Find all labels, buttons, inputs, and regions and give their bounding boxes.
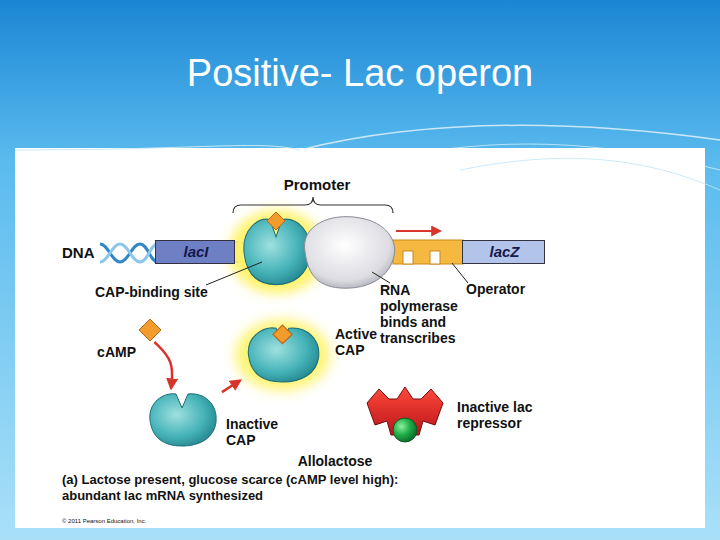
- operator-notch: [403, 251, 413, 264]
- content-panel: [15, 148, 705, 528]
- allolactose-ball-label: Allolactose: [290, 453, 380, 469]
- decor-swoosh: [380, 144, 720, 170]
- decor-swoosh: [15, 146, 300, 150]
- allolactose-molecule: [393, 418, 417, 442]
- region-label: Promoter: [262, 176, 372, 193]
- gene-box: lacZ: [462, 240, 545, 264]
- site-label: CAP-binding site: [95, 284, 235, 300]
- gene-box: lacI: [155, 240, 235, 264]
- lac-repressor-label: Inactive lac repressor: [457, 399, 557, 431]
- decor-swoosh: [460, 158, 720, 190]
- molecule-label: DNA: [62, 244, 102, 261]
- slide-title: Positive- Lac operon: [0, 52, 720, 95]
- operator-notch: [430, 251, 440, 264]
- camp-diamond-label: cAMP: [74, 344, 136, 360]
- inactive-cap-outline: [142, 388, 222, 448]
- allolactose-ball-outline: [392, 417, 418, 443]
- copyright-note: © 2011 Pearson Education, Inc.: [62, 518, 262, 525]
- dna-strand: [100, 244, 158, 262]
- reaction-arrow: [222, 380, 240, 392]
- figure-caption: (a) Lactose present, glucose scarce (cAM…: [62, 472, 457, 504]
- leader-line: [452, 263, 468, 283]
- leader-line: [206, 262, 262, 285]
- rna-polymerase: [304, 217, 394, 289]
- camp-molecule: [267, 212, 285, 230]
- gene-box-label: lacZ: [463, 244, 546, 260]
- camp-molecule: [139, 319, 161, 341]
- gene-box-label: lacI: [156, 244, 236, 260]
- region-label: Operator: [466, 281, 546, 297]
- inactive-cap: Inactive CAP: [142, 388, 222, 448]
- cap-glow: [236, 320, 330, 390]
- transcription-arrow: [396, 230, 440, 232]
- camp-diamond: cAMP: [138, 318, 162, 342]
- reaction-arrow: [154, 342, 172, 388]
- camp-molecule: [273, 325, 292, 344]
- dna-strand: [100, 244, 158, 262]
- cap-protein: [150, 394, 216, 446]
- enzyme-label: RNA polymerase binds and transcribes: [380, 282, 465, 346]
- inactive-cap-label: Inactive CAP: [226, 416, 296, 448]
- promoter-bracket: [233, 197, 393, 213]
- camp-diamond-outline: [138, 318, 162, 342]
- operator-band: [393, 240, 463, 264]
- allolactose-ball: Allolactose: [392, 417, 418, 443]
- decor-swoosh: [300, 125, 720, 150]
- active-cap-outline: [240, 322, 325, 384]
- active-cap: Active CAP: [240, 322, 325, 384]
- lac-repressor: Inactive lac repressorAllolactose: [365, 385, 445, 441]
- leader-line: [372, 272, 390, 283]
